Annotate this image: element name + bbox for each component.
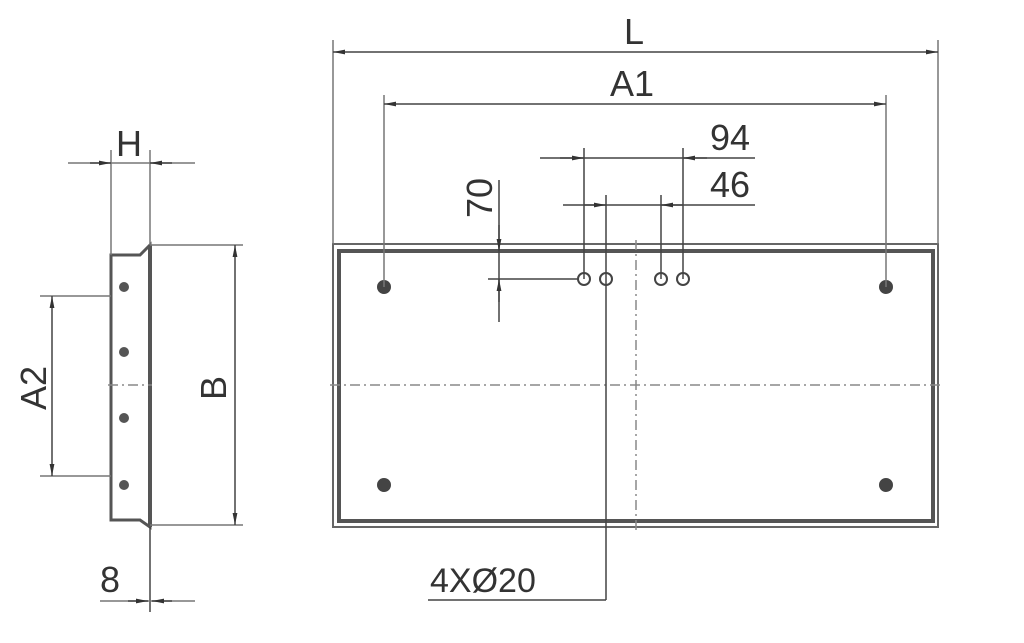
dim-46: 46 [710, 164, 750, 205]
dim-B: B [193, 376, 234, 400]
dim-A1: A1 [610, 63, 654, 104]
hole-callout: 4XØ20 [430, 562, 536, 600]
dim-94: 94 [710, 117, 750, 158]
dim-70: 70 [459, 178, 500, 218]
dim-8: 8 [100, 559, 120, 600]
front-view: L A1 94 46 70 4XØ20 [330, 11, 940, 601]
side-view: H A2 B 8 [13, 123, 243, 612]
dim-L: L [624, 11, 644, 52]
dim-A2: A2 [13, 366, 54, 410]
side-profile [109, 241, 152, 530]
mounting-holes [377, 280, 893, 492]
dim-H: H [116, 123, 142, 164]
small-holes [577, 272, 690, 286]
side-holes [119, 282, 129, 490]
